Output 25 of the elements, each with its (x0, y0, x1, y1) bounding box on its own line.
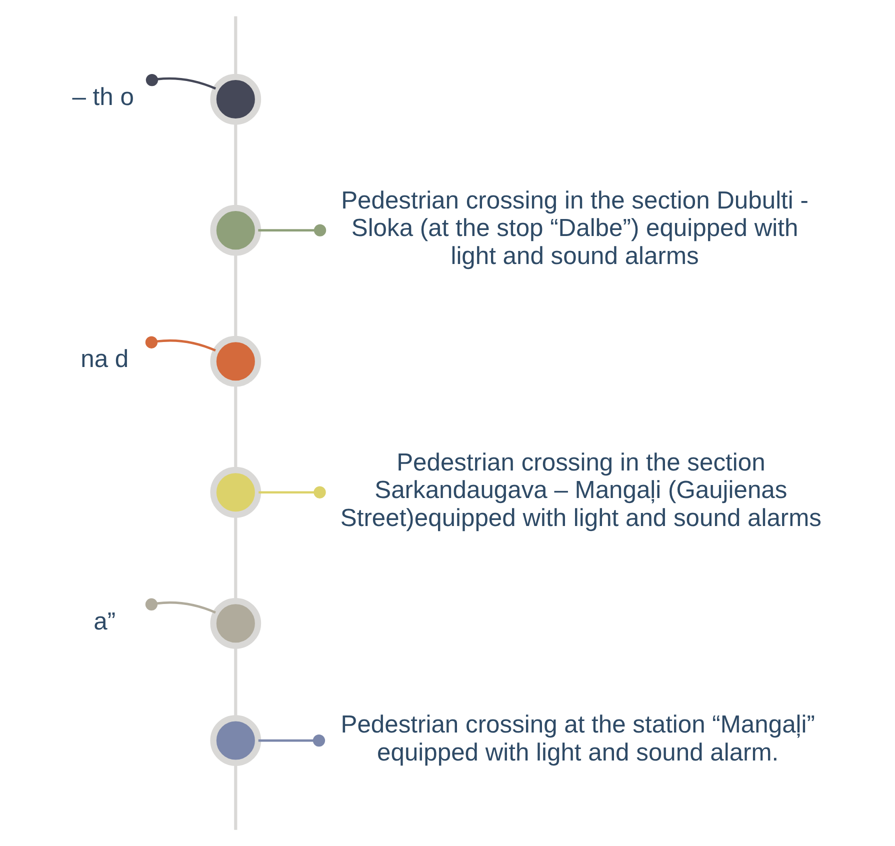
connector (234, 122, 237, 208)
connector (144, 598, 216, 614)
connector (234, 646, 237, 718)
connector (258, 734, 325, 747)
node-text: Pedestrian crossing in the section Dubulti - Sloka (at the stop “Dalbe”) equipped with light and sound alarms (340, 187, 808, 270)
connector (258, 224, 326, 236)
node-circle (210, 336, 261, 387)
connector (234, 762, 237, 830)
connector (234, 515, 237, 601)
connector (144, 336, 216, 352)
connector (234, 16, 237, 77)
node-circle (210, 715, 261, 766)
node-circle (210, 598, 261, 649)
node-text: na d (80, 346, 128, 374)
node-text: – th o (72, 84, 134, 112)
node-circle (210, 204, 261, 256)
node-circle (210, 74, 261, 125)
node-text: a” (93, 608, 116, 636)
connector (234, 384, 237, 470)
connector (258, 486, 326, 498)
connector (234, 253, 237, 339)
node-circle (210, 466, 261, 518)
connector (145, 74, 216, 90)
node-text: Pedestrian crossing in the section Sarkandaugava – Mangaļi (Gaujienas Street)equipped with light and sound alarms (340, 449, 821, 532)
node-text: Pedestrian crossing at the station “Mangaļi” equipped with light and sound alarm. (340, 712, 814, 766)
